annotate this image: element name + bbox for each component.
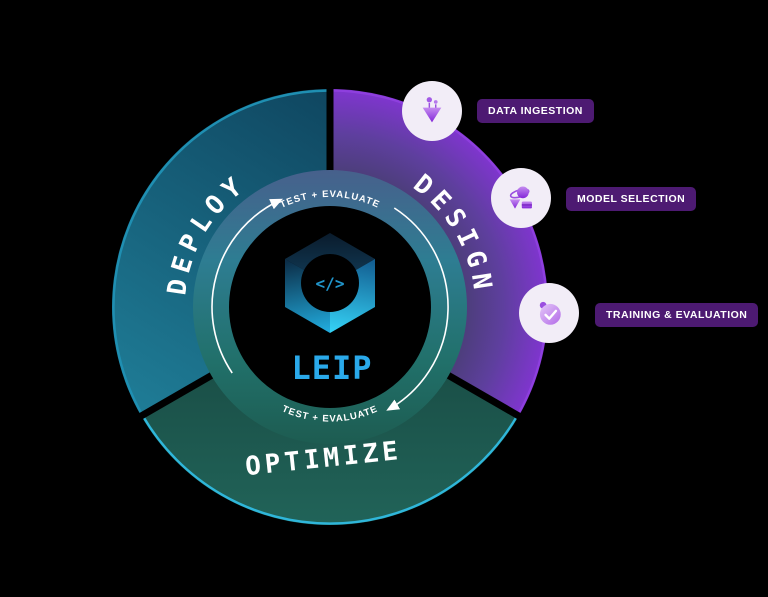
funnel-ingest-glyph xyxy=(422,97,442,123)
code-icon: </> xyxy=(316,274,345,293)
model-selection-badge: MODEL SELECTION xyxy=(566,187,697,211)
leip-cube-logo: </> xyxy=(285,233,375,333)
data-ingestion-badge: DATA INGESTION xyxy=(477,99,594,123)
check-circle-glyph xyxy=(539,301,561,325)
data-ingestion-icon xyxy=(402,81,462,141)
training-evaluation-badge: TRAINING & EVALUATION xyxy=(595,303,759,327)
model-selection-icon xyxy=(491,168,551,228)
training-evaluation-icon xyxy=(519,283,579,343)
model-selection-label: MODEL SELECTION xyxy=(577,193,686,205)
segment-dividers xyxy=(130,79,530,425)
leip-wordmark: LEIP xyxy=(291,349,372,387)
deploy-rim xyxy=(112,89,331,416)
model-shapes-glyph xyxy=(509,186,532,209)
cycle-arrow-bottom xyxy=(386,207,449,411)
training-evaluation-label: TRAINING & EVALUATION xyxy=(606,309,748,321)
cycle-arrow-top xyxy=(211,198,283,374)
data-ingestion-label: DATA INGESTION xyxy=(488,105,583,117)
optimize-rim xyxy=(141,414,519,525)
